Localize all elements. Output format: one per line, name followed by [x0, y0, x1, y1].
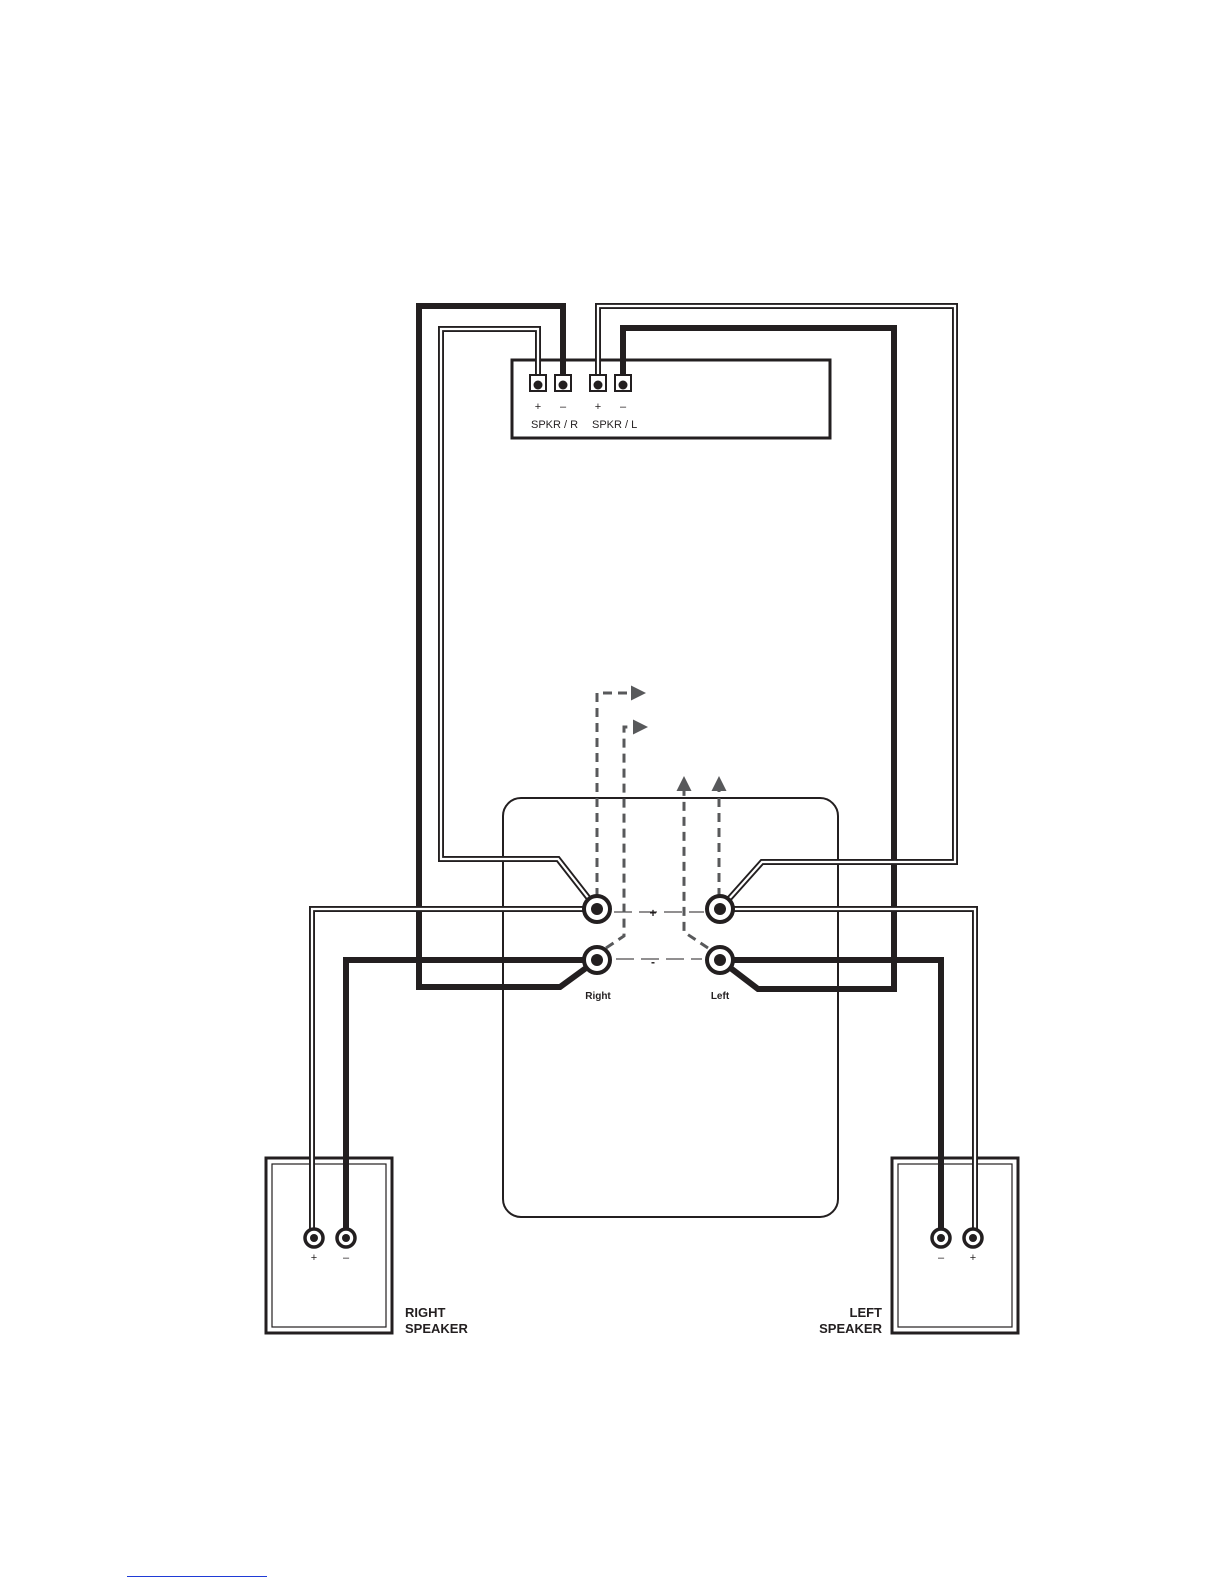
right-speaker-minus-sign: –: [343, 1252, 350, 1264]
wire-amp-left-neg-to-sub: [623, 328, 894, 989]
left-speaker-minus-sign: –: [938, 1252, 945, 1264]
left-speaker-label-line1: LEFT: [850, 1305, 883, 1320]
left-speaker-terminal-minus: [932, 1229, 950, 1247]
amp-right-minus-sign: –: [560, 401, 567, 413]
sub-minus-sign: -: [651, 955, 655, 969]
amp-left-minus-sign: –: [620, 401, 627, 413]
sub-right-label: Right: [585, 991, 611, 1002]
sub-terminal-right-plus: [584, 896, 610, 922]
amp-right-plus-sign: +: [535, 401, 541, 413]
amp-terminal-right-minus: [555, 375, 571, 391]
sub-terminal-left-plus: [707, 896, 733, 922]
footer-rule: [127, 1576, 267, 1577]
wire-amp-right-pos-to-sub: [441, 329, 597, 909]
amp-terminal-left-minus: [615, 375, 631, 391]
left-speaker-terminal-plus: [964, 1229, 982, 1247]
right-speaker-plus-sign: +: [311, 1252, 317, 1264]
amp-left-plus-sign: +: [595, 401, 601, 413]
left-speaker-label-line2: SPEAKER: [819, 1321, 882, 1336]
right-speaker-terminal-minus: [337, 1229, 355, 1247]
left-speaker-box: [892, 1158, 1018, 1333]
wire-amp-right-neg-to-sub: [419, 306, 597, 987]
wire-sub-left-neg-to-speaker: [720, 960, 941, 1238]
wire-sub-right-neg-to-speaker: [346, 960, 597, 1238]
amp-left-label: SPKR / L: [592, 419, 637, 431]
amp-right-label: SPKR / R: [531, 419, 578, 431]
amp-terminal-left-plus: [590, 375, 606, 391]
wire-amp-left-pos-to-sub: [598, 306, 955, 909]
right-speaker-label-line1: RIGHT: [405, 1305, 446, 1320]
right-speaker-box: [266, 1158, 392, 1333]
sub-plus-sign: +: [649, 906, 656, 920]
right-speaker-label-line2: SPEAKER: [405, 1321, 468, 1336]
sub-terminal-left-minus: [707, 947, 733, 973]
right-speaker-terminal-plus: [305, 1229, 323, 1247]
signal-arrow-left-neg: [684, 788, 708, 948]
sub-terminal-right-minus: [584, 947, 610, 973]
signal-arrow-right-pos: [597, 693, 634, 897]
amp-terminal-right-plus: [530, 375, 546, 391]
left-speaker-plus-sign: +: [970, 1252, 976, 1264]
sub-left-label: Left: [711, 991, 730, 1002]
